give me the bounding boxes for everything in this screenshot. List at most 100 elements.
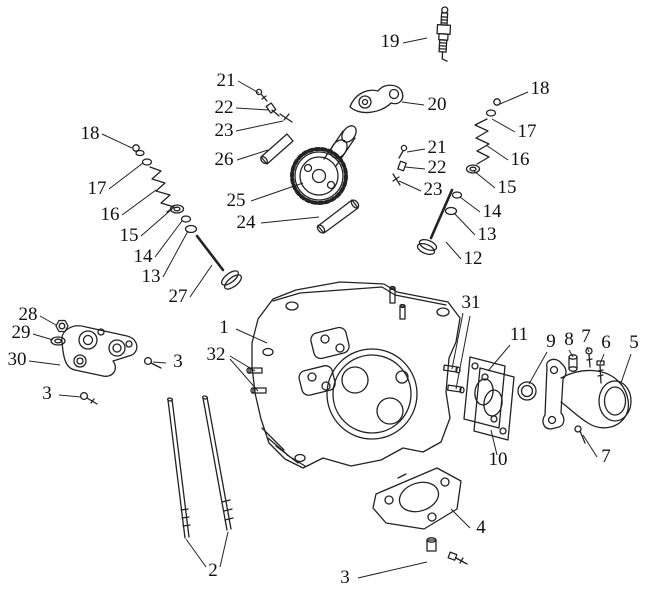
leader-line [582,434,598,458]
part-label-6: 6 [601,332,611,353]
base-bolt [447,551,468,565]
camshaft-sprocket-assembly [290,125,357,205]
leader-line [162,230,189,278]
leader-line [453,212,476,236]
rocker-arm-holder [61,325,138,377]
part-label-3: 3 [173,351,183,372]
part-label-24: 24 [237,212,257,233]
leader-line [599,353,605,365]
leader-line [235,328,268,344]
leader-line [568,349,574,358]
leader-line [236,149,269,161]
part-label-15: 15 [120,225,139,246]
part-label-23: 23 [215,120,234,141]
dowel-pin [426,537,437,552]
manifold-bolt-upper [585,347,593,368]
intake-manifold [542,358,632,430]
part-label-22: 22 [428,157,447,178]
leader-line [450,508,471,529]
leader-line [121,189,157,216]
flange-nut [55,319,69,333]
leader-line [491,118,516,133]
manifold-bolt-lower [574,425,586,444]
part-label-11: 11 [510,324,528,345]
leader-line [235,107,270,111]
part-label-3: 3 [42,383,52,404]
stud-spacer [568,354,578,372]
part-label-25: 25 [227,190,246,211]
leader-line [402,37,428,44]
part-label-3: 3 [340,567,350,588]
part-label-22: 22 [215,97,234,118]
cylinder-studs [166,395,234,539]
leader-line [140,208,173,237]
cylinder-gasket [372,467,462,530]
part-label-21: 21 [428,137,447,158]
part-label-9: 9 [546,331,556,352]
part-label-23: 23 [424,179,443,200]
leader-line [473,170,496,189]
rocker-shaft [260,133,294,165]
part-label-7: 7 [581,326,591,347]
leader-line [620,353,632,384]
part-label-13: 13 [142,266,161,287]
leader-line [219,531,229,568]
part-label-19: 19 [381,31,400,52]
part-label-27: 27 [169,286,188,307]
rocker-arm [349,84,404,114]
part-label-30: 30 [8,349,27,370]
part-label-13: 13 [478,224,497,245]
cylinder-head [251,281,461,469]
holder-bolt-right [143,356,162,369]
leader-line [229,358,259,392]
spark-plug [436,6,452,62]
leader-line [101,133,133,149]
leader-line [398,180,422,192]
leader-line [237,80,260,94]
leader-line [490,429,498,456]
part-label-26: 26 [215,149,234,170]
part-label-10: 10 [489,449,508,470]
part-label-18: 18 [81,123,100,144]
leader-lines-layer [28,37,632,579]
leader-line [586,346,590,353]
leader-line [189,264,213,298]
leader-line [487,344,511,372]
part-label-31: 31 [462,292,481,313]
o-ring [517,381,537,401]
part-label-8: 8 [564,329,574,350]
part-label-16: 16 [511,149,530,170]
leader-line [154,220,183,258]
leader-line [108,162,144,190]
part-label-7: 7 [601,446,611,467]
plain-washer [50,336,66,346]
part-label-17: 17 [518,121,537,142]
part-label-29: 29 [12,322,31,343]
leader-line [406,148,426,153]
leader-line [499,91,529,105]
leader-line [250,182,304,202]
leader-line [401,101,425,106]
leader-line [229,355,256,372]
part-label-1: 1 [219,317,229,338]
leader-line [58,394,82,398]
adjuster-screw-top [255,88,268,102]
part-label-15: 15 [498,177,517,198]
part-label-18: 18 [531,78,550,99]
labels-layer: 1921222318171615141327262524201817161521… [8,31,639,588]
part-label-28: 28 [19,304,38,325]
leader-line [32,333,54,341]
part-label-2: 2 [208,560,218,581]
part-label-14: 14 [483,201,503,222]
part-label-17: 17 [88,178,107,199]
leader-line [185,538,207,568]
valve-train-right [416,98,501,256]
holder-bolt-left [79,391,98,405]
adjuster-pin-mid [392,173,401,186]
manifold-bolt-long [596,360,605,384]
leader-line [39,315,57,326]
valve-train-left [132,144,243,290]
leader-line [459,196,481,213]
